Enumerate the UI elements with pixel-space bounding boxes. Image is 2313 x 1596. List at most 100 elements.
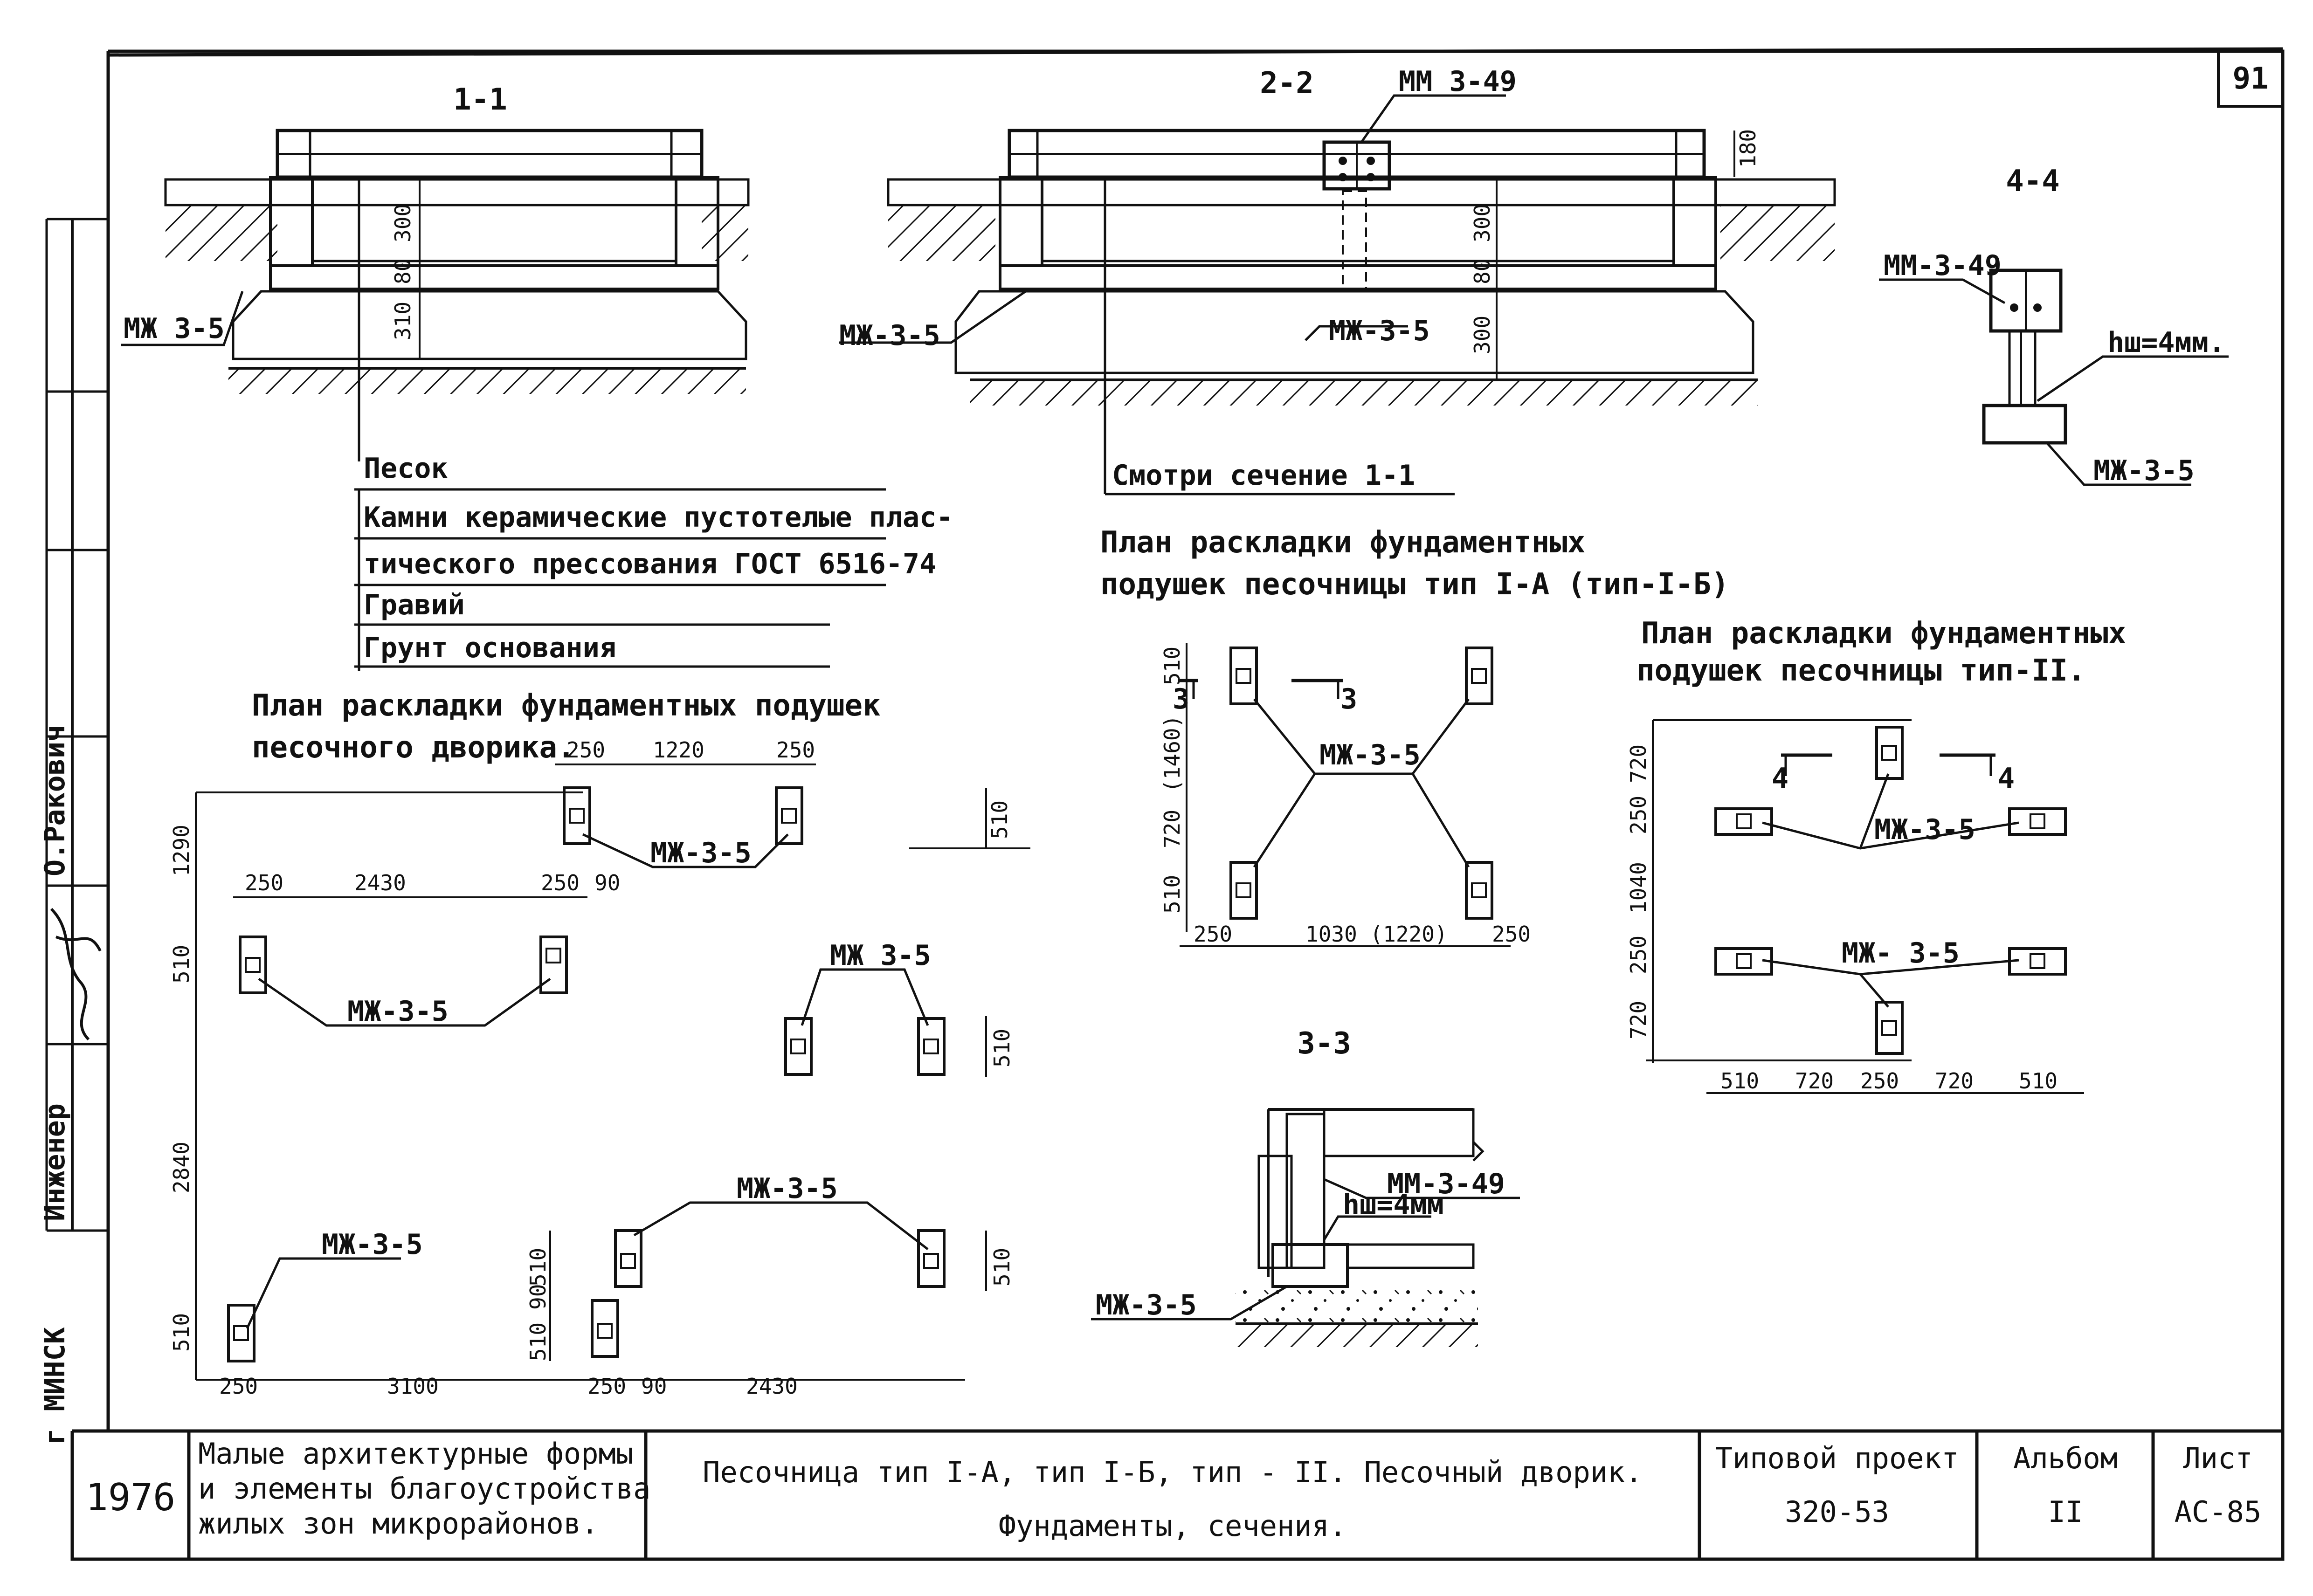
yard-dim-2430a: 2430 <box>354 870 406 895</box>
section-4-4-title: 4-4 <box>2006 164 2060 199</box>
plan-type2-title-1: План раскладки фундаментных <box>1641 616 2126 651</box>
yard-dim-90a: 90 <box>594 870 620 895</box>
s22-dim-180: 180 <box>1735 129 1761 168</box>
yard-dim-510a: 510 <box>987 800 1012 839</box>
type1-dim-1460: (1460) <box>1160 715 1185 792</box>
section-2-2: 2-2 180 300 80 300 ММ 3-49 МЖ-3-5 МЖ-3-5 <box>839 65 1836 489</box>
drawing-title-line-2: Фундаменты, сечения. <box>999 1509 1347 1543</box>
album-label: Альбом <box>2013 1441 2118 1475</box>
s11-dim-300: 300 <box>390 204 415 242</box>
yard-dim-250b: 250 <box>776 737 815 763</box>
s22-dim-300: 300 <box>1470 204 1495 242</box>
type2-section-mark-left: 4 <box>1772 762 1788 795</box>
s11-callout-mzh: МЖ 3-5 <box>124 312 225 345</box>
yard-dim-250c: 250 <box>245 870 283 895</box>
yard-dim-510c: 510 <box>169 1313 194 1352</box>
section-3-3: 3-3 ММ-3-49 hш=4мм МЖ-3-5 <box>1091 1026 1520 1347</box>
legend-ceramic-1: Камни керамические пустотелые плас- <box>364 501 953 534</box>
yard-dim-510g: 510 <box>989 1248 1015 1286</box>
type1-callout: МЖ-3-5 <box>1319 739 1421 771</box>
plan-yard-title-2: песочного дворика. <box>252 730 575 765</box>
plan-type1-title-1: План раскладки фундаментных <box>1100 525 1585 560</box>
signature-scribble <box>50 908 102 1041</box>
section-4-4: 4-4 ММ-3-49 hш=4мм. МЖ-3-5 <box>1879 164 2229 487</box>
legend-ceramic-2: тического прессования ГОСТ 6516-74 <box>364 548 936 580</box>
s22-dim-300b: 300 <box>1470 316 1495 354</box>
yard-callout-3: МЖ 3-5 <box>830 939 931 972</box>
subject-line-2: и элементы благоустройства <box>198 1472 651 1506</box>
section-2-2-title: 2-2 <box>1260 66 1314 101</box>
yard-dim-510d: 510 <box>989 1029 1015 1067</box>
city-label: г МИНСК <box>39 1327 71 1445</box>
project-label: Типовой проект <box>1715 1441 1959 1475</box>
yard-dim-90c: 90 <box>641 1374 667 1399</box>
yard-dim-510b: 510 <box>169 945 194 984</box>
sheet-frame <box>45 47 2285 1561</box>
type2-dim-720b: 720 <box>1626 1001 1651 1039</box>
subject-line-3: жилых зон микрорайонов. <box>198 1507 599 1541</box>
yard-dim-250f: 250 <box>587 1374 626 1399</box>
drawing-title-line-1: Песочница тип I-А, тип I-Б, тип - II. Пе… <box>703 1455 1643 1489</box>
type1-dim-250a: 250 <box>1194 922 1232 947</box>
yard-callout-2: МЖ-3-5 <box>347 995 449 1028</box>
type2-callout-1: МЖ-3-5 <box>1874 813 1975 846</box>
yard-callout-5: МЖ-3-5 <box>322 1228 423 1261</box>
subject-line-1: Малые архитектурные формы <box>198 1437 633 1471</box>
album-number: II <box>2048 1495 2083 1529</box>
yard-callout-4: МЖ-3-5 <box>737 1172 838 1205</box>
type2-callout-2: МЖ- 3-5 <box>1842 937 1960 970</box>
yard-dim-250a: 250 <box>566 737 605 763</box>
year: 1976 <box>86 1476 176 1519</box>
type2-dim-250a: 250 <box>1626 796 1651 834</box>
page-number: 91 <box>2232 62 2268 96</box>
legend: Песок Камни керамические пустотелые плас… <box>354 452 1455 671</box>
s22-callout-mzh-center: МЖ-3-5 <box>1329 315 1430 347</box>
yard-dim-510f: 510 <box>525 1322 551 1361</box>
type1-section-mark-right: 3 <box>1340 683 1357 715</box>
legend-gravel: Гравий <box>364 589 465 621</box>
yard-dim-2430b: 2430 <box>746 1374 798 1399</box>
yard-dim-90b: 90 <box>525 1284 551 1310</box>
yard-dim-510e: 510 <box>525 1248 551 1286</box>
type2-dim-250c: 250 <box>1860 1068 1899 1094</box>
yard-dim-2840: 2840 <box>169 1142 194 1193</box>
type1-dim-720: 720 <box>1160 810 1185 848</box>
yard-dim-1290: 1290 <box>169 825 194 876</box>
plan-type1: План раскладки фундаментных подушек песо… <box>1100 525 1729 947</box>
s33-callout-mm: ММ-3-49 <box>1387 1168 1505 1200</box>
plan-yard-title-1: План раскладки фундаментных подушек <box>252 688 881 723</box>
plan-type2: План раскладки фундаментных подушек песо… <box>1626 616 2126 1094</box>
sheet-label: Лист <box>2183 1441 2252 1475</box>
type1-dim-510a: 510 <box>1160 647 1185 685</box>
section-1-1-title: 1-1 <box>453 83 507 117</box>
plan-yard: План раскладки фундаментных подушек песо… <box>169 688 1030 1399</box>
s11-dim-310: 310 <box>390 302 415 340</box>
type1-dim-510b: 510 <box>1160 875 1185 914</box>
project-number: 320-53 <box>1785 1495 1889 1529</box>
type2-dim-720d: 720 <box>1935 1068 1974 1094</box>
legend-soil: Грунт основания <box>364 632 616 664</box>
type2-dim-250b: 250 <box>1626 936 1651 974</box>
yard-callout-1: МЖ-3-5 <box>650 837 752 869</box>
type1-dim-250b: 250 <box>1492 922 1531 947</box>
s22-dim-80: 80 <box>1470 259 1495 284</box>
section-1-1: 1-1 300 80 310 МЖ 3-5 <box>121 83 750 461</box>
plan-type2-title-2: подушек песочницы тип-II. <box>1636 654 2085 688</box>
side-engineer-name: О.Ракович <box>39 725 71 876</box>
s33-callout-mzh: МЖ-3-5 <box>1096 1289 1197 1321</box>
s44-callout-weld: hш=4мм. <box>2107 326 2225 359</box>
sheet-code: АС-85 <box>2175 1495 2262 1529</box>
yard-dim-3100: 3100 <box>387 1374 439 1399</box>
s44-callout-mzh: МЖ-3-5 <box>2093 454 2195 487</box>
side-engineer-role: Инженер <box>39 1103 71 1221</box>
yard-dim-250d: 250 <box>541 870 580 895</box>
s22-callout-mm: ММ 3-49 <box>1399 65 1517 98</box>
legend-see-section: Смотри сечение 1-1 <box>1112 459 1415 492</box>
type2-dim-510a: 510 <box>1720 1068 1759 1094</box>
s22-callout-mzh-left: МЖ-3-5 <box>839 319 940 352</box>
type2-dim-720c: 720 <box>1795 1068 1834 1094</box>
type2-dim-720a: 720 <box>1626 744 1651 783</box>
type1-dim-1030: 1030 (1220) <box>1305 922 1448 947</box>
legend-sand: Песок <box>364 452 448 485</box>
